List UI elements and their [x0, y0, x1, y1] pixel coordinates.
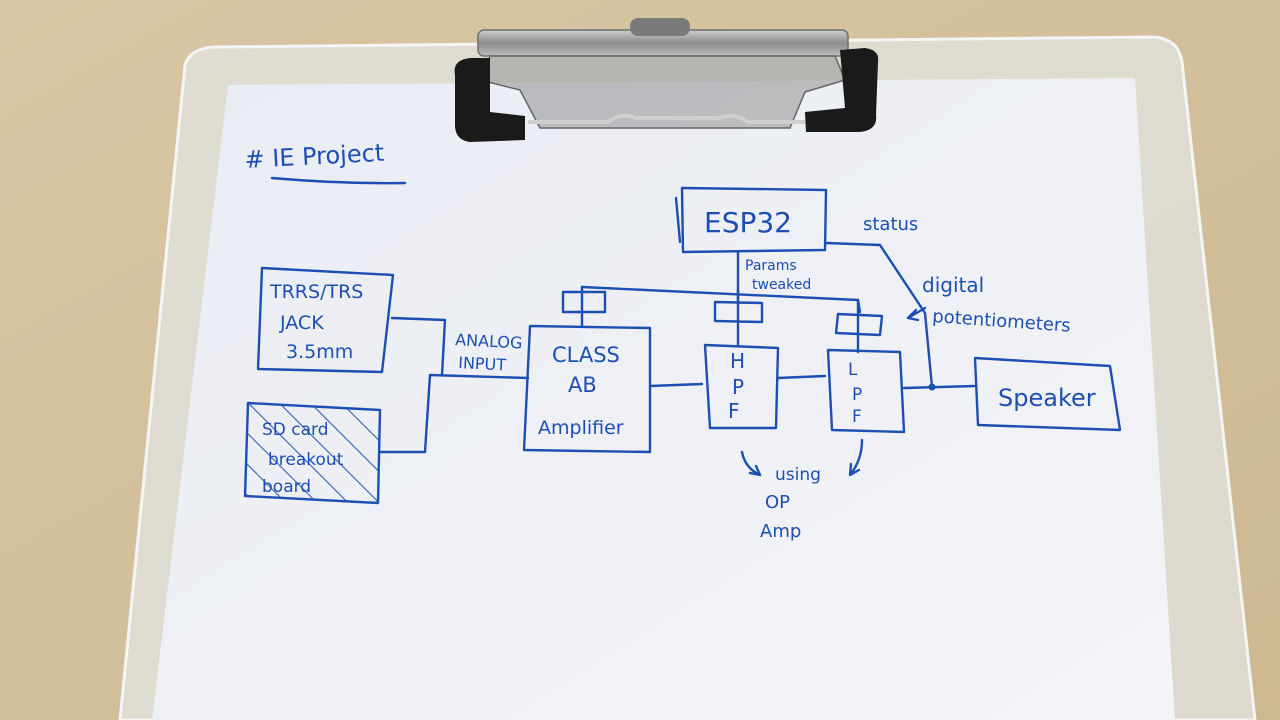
params-note-2: tweaked [752, 277, 811, 293]
class-ab-amplifier-block: CLASS AB Amplifier [522, 324, 652, 454]
wire-sd-merge [378, 373, 530, 454]
wire-jack-merge [390, 316, 447, 377]
opamp-note-1: using [775, 465, 821, 485]
sd-label-2: breakout [268, 450, 344, 470]
amp-label-3: Amplifier [538, 417, 624, 439]
opamp-note-3: Amp [760, 521, 801, 542]
lpf-block: L P F [826, 348, 906, 434]
hpf-label-f: F [728, 399, 740, 423]
wire-esp-junction [824, 241, 934, 389]
analog-label-1: ANALOG [455, 330, 523, 352]
diagram: # IE Project TRRS/TRS JACK 3.5mm SD card… [243, 139, 1122, 542]
jack-label-3: 3.5mm [286, 341, 353, 363]
amp-label-1: CLASS [552, 343, 620, 367]
pot-amp [561, 285, 607, 328]
status-note: status [863, 214, 918, 235]
sd-card-block: SD card breakout board [243, 401, 382, 505]
analog-label-2: INPUT [458, 353, 507, 374]
sd-label-1: SD card [262, 420, 329, 440]
opamp-arrow-left [740, 450, 762, 477]
hpf-block: H P F [703, 343, 780, 430]
opamp-note-2: OP [765, 492, 790, 513]
jack-label-1: TRRS/TRS [269, 281, 363, 303]
trrs-jack-block: TRRS/TRS JACK 3.5mm [256, 266, 395, 374]
amp-label-2: AB [568, 373, 597, 397]
lpf-label-f: F [852, 407, 862, 427]
params-note-1: Params [745, 258, 797, 274]
lpf-label-p: P [852, 385, 862, 405]
digipot-note-1: digital [922, 273, 984, 297]
clipboard-clip [454, 18, 879, 142]
wire-control-bus [580, 285, 862, 314]
jack-label-2: JACK [279, 312, 324, 334]
wire-hpf-lpf [776, 374, 827, 380]
speaker-label: Speaker [998, 384, 1096, 412]
paper-sheet [152, 78, 1175, 720]
esp32-block: ESP32 [674, 186, 828, 254]
digipot-arrow [906, 306, 927, 322]
lpf-label-l: L [848, 360, 858, 380]
title-underline [270, 176, 407, 185]
wire-amp-hpf [648, 382, 704, 388]
sd-label-3: board [262, 477, 311, 497]
hpf-label-p: P [732, 375, 744, 399]
pot-lpf [834, 298, 884, 354]
speaker-block: Speaker [973, 356, 1122, 432]
hpf-label-h: H [730, 349, 745, 373]
wire-lpf-speaker [902, 384, 977, 390]
opamp-arrow-right [848, 438, 864, 477]
esp32-label: ESP32 [704, 206, 792, 239]
